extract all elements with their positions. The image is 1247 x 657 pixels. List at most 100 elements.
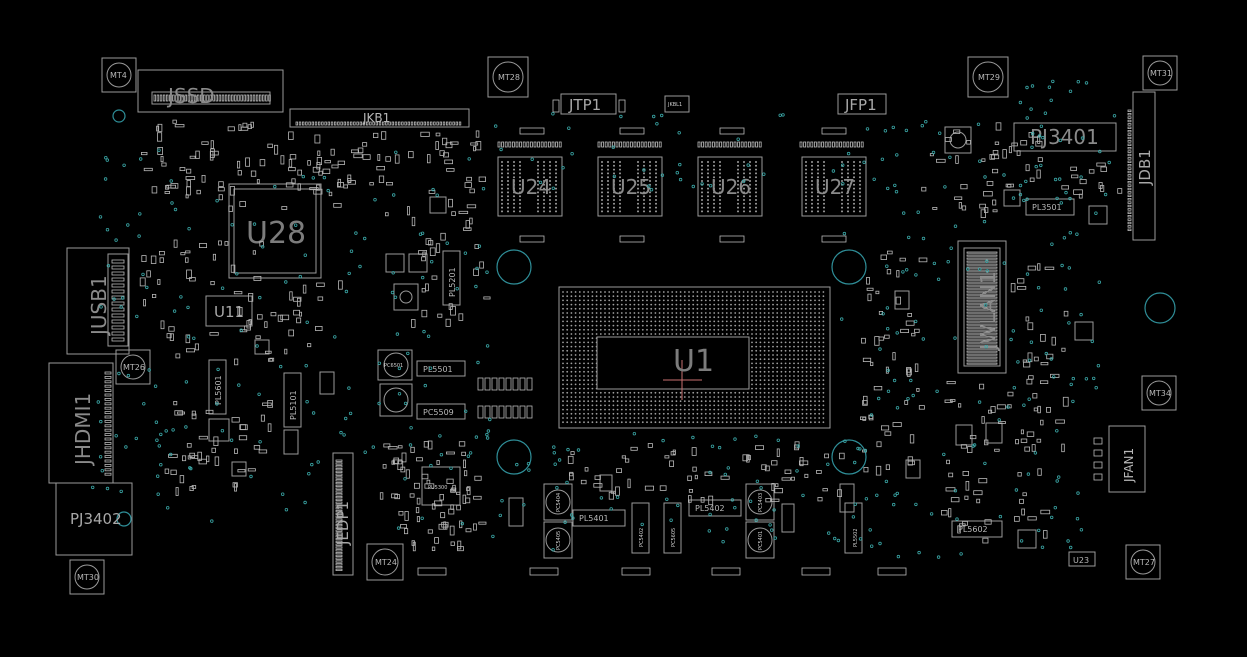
svg-text:MT24: MT24 — [375, 558, 397, 567]
svg-text:PC5404: PC5404 — [556, 493, 562, 512]
mt4-hole[interactable]: MT4 — [101, 57, 137, 93]
mt34-hole[interactable]: MT34 — [1141, 375, 1177, 411]
pc5401-capacitor[interactable]: PC5401 — [745, 521, 775, 559]
svg-text:JFP1: JFP1 — [844, 96, 877, 114]
svg-text:JFAN1: JFAN1 — [1122, 448, 1136, 483]
svg-text:MT26: MT26 — [123, 363, 145, 372]
svg-text:JWLAN1: JWLAN1 — [976, 271, 1000, 352]
u27-memory[interactable]: U27 — [801, 156, 867, 217]
u28-chip[interactable]: U28 — [228, 183, 322, 279]
svg-text:JDB1: JDB1 — [1136, 149, 1154, 186]
svg-text:JSSD: JSSD — [166, 84, 215, 108]
svg-text:MT31: MT31 — [1150, 69, 1172, 78]
jedp1-connector[interactable]: JEDP1 — [332, 452, 354, 576]
svg-text:JKB1: JKB1 — [362, 111, 390, 125]
mt26-hole[interactable]: MT26 — [115, 349, 151, 385]
svg-text:PL5601: PL5601 — [214, 375, 223, 405]
svg-text:PL5201: PL5201 — [448, 267, 457, 297]
jtp1-connector[interactable]: JTP1 — [552, 93, 626, 115]
svg-text:JKBL1: JKBL1 — [667, 102, 682, 108]
jfp1-connector[interactable]: JFP1 — [837, 93, 887, 115]
u1-cpu[interactable]: U1 — [558, 286, 831, 429]
pc5605-capacitor[interactable]: PC5605 — [663, 502, 682, 554]
mt27-hole[interactable]: MT27 — [1125, 544, 1161, 580]
u11-chip[interactable]: U11 — [205, 295, 253, 327]
svg-text:U25: U25 — [611, 175, 651, 199]
svg-text:PC5401: PC5401 — [758, 531, 764, 550]
svg-text:U24: U24 — [511, 175, 551, 199]
pl5101-inductor[interactable]: PL5101 — [283, 372, 302, 428]
pc6501-capacitor[interactable]: PC6501 — [377, 349, 413, 381]
svg-text:U27: U27 — [815, 175, 855, 199]
svg-text:MT29: MT29 — [978, 73, 1000, 82]
jwlan1-connector[interactable]: JWLAN1 — [957, 240, 1007, 374]
svg-text:JUSB1: JUSB1 — [87, 275, 111, 337]
svg-text:U23: U23 — [1073, 556, 1089, 565]
mt31-hole[interactable]: MT31 — [1142, 55, 1178, 91]
jkbl1-connector[interactable]: JKBL1 — [664, 95, 690, 113]
svg-text:MT28: MT28 — [498, 73, 520, 82]
mt29-hole[interactable]: MT29 — [967, 56, 1009, 98]
svg-text:PL5401: PL5401 — [579, 514, 609, 523]
svg-text:PL5602: PL5602 — [958, 525, 988, 534]
svg-text:PL5101: PL5101 — [289, 390, 298, 420]
pl5601-inductor[interactable]: PL5601 — [208, 359, 227, 415]
svg-text:U1: U1 — [673, 344, 714, 379]
svg-text:U26: U26 — [711, 175, 751, 199]
mt28-hole[interactable]: MT28 — [487, 56, 529, 98]
u26-memory[interactable]: U26 — [697, 156, 763, 217]
mounting-holes: MT4 MT28 MT29 MT31 MT26 MT30 MT24 MT27 — [69, 55, 1178, 595]
svg-text:JHDMI1: JHDMI1 — [71, 393, 95, 467]
jkb1-connector[interactable]: JKB1 — [289, 108, 470, 128]
pl5501-inductor[interactable]: PL5501 — [416, 360, 466, 377]
svg-text:PC5402: PC5402 — [639, 528, 645, 547]
jfan1-connector[interactable]: JFAN1 — [1093, 425, 1146, 493]
svg-text:JEDP1: JEDP1 — [334, 501, 352, 546]
u24-memory[interactable]: U24 — [497, 156, 563, 217]
svg-text:PL5402: PL5402 — [695, 504, 725, 513]
jssd-connector[interactable]: JSSD — [137, 69, 284, 113]
svg-text:PL5502: PL5502 — [853, 528, 859, 547]
pc5509-capacitor[interactable]: PC5509 — [416, 403, 466, 420]
cyan-standoffs — [112, 109, 1176, 527]
pc5403-capacitor[interactable]: PC5403 — [745, 483, 775, 521]
pc5404-capacitor[interactable]: PC5404 — [543, 483, 573, 521]
pj3402-connector[interactable]: PJ3402 — [55, 482, 133, 556]
jdb1-connector[interactable]: JDB1 — [1127, 91, 1156, 241]
svg-text:PC6501: PC6501 — [384, 363, 403, 369]
svg-text:PC5405: PC5405 — [556, 531, 562, 550]
svg-text:PU5300: PU5300 — [428, 485, 447, 491]
smd-parts — [139, 119, 1123, 576]
pc5402-capacitor[interactable]: PC5402 — [631, 502, 650, 554]
jusb1-connector[interactable]: JUSB1 — [66, 247, 130, 355]
svg-text:PC5403: PC5403 — [758, 493, 764, 512]
svg-text:PL3501: PL3501 — [1032, 203, 1062, 212]
pl5402-inductor[interactable]: PL5402 — [688, 499, 742, 517]
mt24-hole[interactable]: MT24 — [366, 543, 404, 581]
svg-text:JTP1: JTP1 — [568, 96, 601, 114]
pu5300-regulator[interactable]: PU5300 — [421, 466, 461, 506]
svg-text:U28: U28 — [246, 216, 306, 251]
u23-chip[interactable]: U23 — [1068, 551, 1096, 567]
svg-text:MT34: MT34 — [1149, 389, 1171, 398]
jhdmi1-connector[interactable]: JHDMI1 — [48, 362, 114, 484]
svg-text:PC5605: PC5605 — [671, 528, 677, 547]
pl3501-inductor[interactable]: PL3501 — [1025, 198, 1075, 216]
pc5405-capacitor[interactable]: PC5405 — [543, 521, 573, 559]
svg-text:U11: U11 — [214, 303, 244, 321]
mt30-hole[interactable]: MT30 — [69, 559, 105, 595]
pc5503-capacitor — [379, 383, 413, 417]
small-components — [208, 126, 1108, 549]
svg-text:PC5509: PC5509 — [423, 408, 454, 417]
pl5401-inductor[interactable]: PL5401 — [572, 509, 626, 527]
svg-text:MT27: MT27 — [1133, 558, 1155, 567]
pl5201-inductor[interactable]: PL5201 — [442, 250, 461, 306]
svg-text:PJ3402: PJ3402 — [70, 510, 122, 528]
svg-text:PL5501: PL5501 — [423, 365, 453, 374]
pl5602-inductor[interactable]: PL5602 — [951, 520, 1003, 538]
vias — [90, 79, 1117, 559]
svg-text:MT30: MT30 — [77, 573, 99, 582]
u25-memory[interactable]: U25 — [597, 156, 663, 217]
svg-text:MT4: MT4 — [110, 71, 127, 80]
